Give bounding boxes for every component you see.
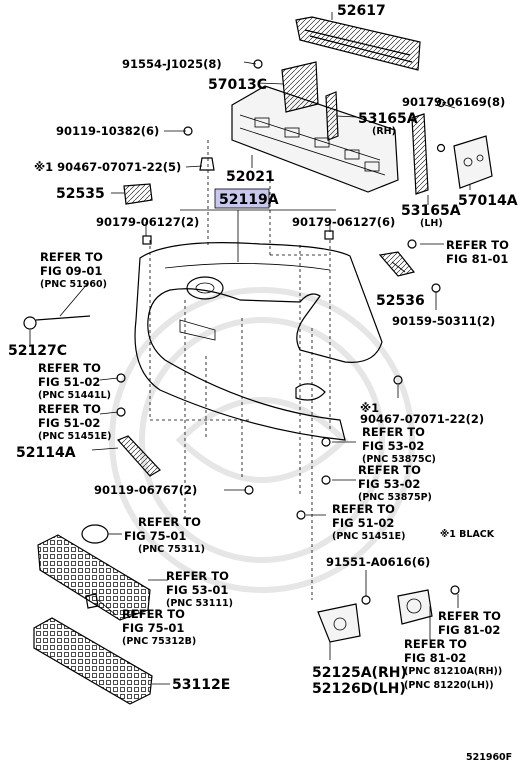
label-91551: 91551-A0616(6): [326, 555, 430, 569]
label-90159: 90159-50311(2): [392, 314, 495, 328]
bracket-52536: [378, 251, 416, 277]
label-refer-5102-c: REFER TO: [332, 502, 395, 516]
grille-mesh-53111: [37, 534, 151, 621]
label-refer-5301: REFER TO: [166, 569, 229, 583]
label-52021: 52021: [226, 169, 275, 185]
label-90119-10382: 90119-10382(6): [56, 124, 159, 138]
label-refer-5102-a: REFER TO: [38, 361, 101, 375]
label-91554: 91554-J1025(8): [122, 57, 222, 71]
label-57014a: 57014A: [458, 193, 518, 209]
label-pnc-53875p: (PNC 53875P): [358, 492, 432, 503]
label-52617: 52617: [337, 3, 386, 19]
label-refer-7501-a: REFER TO: [138, 515, 201, 529]
energy-absorber-52021: [231, 85, 399, 193]
label-pnc-51441l: (PNC 51441L): [38, 390, 111, 401]
label-52126d: 52126D(LH): [312, 681, 406, 697]
label-refer-5302-b: REFER TO: [358, 463, 421, 477]
label-fig-5102-c: FIG 51-02: [332, 516, 394, 530]
label-pnc-53111: (PNC 53111): [166, 598, 233, 609]
label-90467-b: 90467-07071-22(2): [360, 412, 484, 426]
label-fig-7501-a: FIG 75-01: [124, 529, 186, 543]
label-52119a: 52119A: [219, 192, 279, 208]
highlight-52119a: [214, 188, 270, 209]
label-black-note: ※1 BLACK: [440, 529, 495, 540]
label-pnc-53875c: (PNC 53875C): [362, 454, 436, 465]
retainer-53165a-rh: [325, 91, 339, 141]
label-53165a-lh: 53165A: [401, 203, 461, 219]
fog-lamp-bracket-52125a: [317, 603, 361, 643]
bracket-57013c: [281, 61, 319, 113]
label-90467-b-mark: ※1: [360, 401, 379, 415]
label-52127c: 52127C: [8, 343, 67, 359]
label-rh: (RH): [372, 126, 396, 137]
label-fig-5102-b: FIG 51-02: [38, 416, 100, 430]
grille-53112e: [33, 617, 153, 705]
label-52536: 52536: [376, 293, 425, 309]
label-refer-5302-a: REFER TO: [362, 425, 425, 439]
bumper-cover-52119a: [134, 242, 383, 441]
label-90179-06127-right: 90179-06127(6): [292, 215, 395, 229]
bumper-reinforcement-52617: [295, 16, 421, 71]
label-pnc-51960: (PNC 51960): [40, 279, 107, 290]
label-52535: 52535: [56, 186, 105, 202]
label-90467-a: ※1 90467-07071-22(5): [34, 160, 181, 174]
label-fig-5301: FIG 53-01: [166, 583, 228, 597]
label-90179-06127-left: 90179-06127(2): [96, 215, 199, 229]
label-fig-8102-b: FIG 81-02: [404, 651, 466, 665]
label-pnc-51451e: (PNC 51451E): [38, 431, 111, 442]
label-refer-8102-b: REFER TO: [404, 637, 467, 651]
label-90179-06169: 90179-06169(8): [402, 95, 505, 109]
label-90119-06767: 90119-06767(2): [94, 483, 197, 497]
dashed-reference-lines: [149, 140, 331, 600]
label-refer-5102-b: REFER TO: [38, 402, 101, 416]
label-57013c: 57013C: [208, 77, 267, 93]
cap-52127c: [23, 315, 91, 330]
label-53165a-rh: 53165A: [358, 111, 418, 127]
label-refer-8101: REFER TO: [446, 238, 509, 252]
label-fig-8101: FIG 81-01: [446, 252, 508, 266]
label-refer-8102-a: REFER TO: [438, 609, 501, 623]
label-pnc-51451e-right: (PNC 51451E): [332, 531, 405, 542]
label-lh: (LH): [420, 218, 443, 229]
label-pnc-81220: (PNC 81220(LH)): [404, 680, 494, 691]
label-fig-7501-b: FIG 75-01: [122, 621, 184, 635]
callout-labels: 52617 91554-J1025(8) 57013C 90179-06169(…: [8, 3, 518, 763]
label-fig-0901: FIG 09-01: [40, 264, 102, 278]
bracket-57014a: [453, 135, 493, 189]
leader-lines: [29, 12, 471, 685]
label-fig-5102-a: FIG 51-02: [38, 375, 100, 389]
label-refer-7501-b: REFER TO: [122, 607, 185, 621]
label-refer-0901: REFER TO: [40, 250, 103, 264]
label-fig-5302-a: FIG 53-02: [362, 439, 424, 453]
label-52125a: 52125A(RH): [312, 665, 407, 681]
label-fig-8102-a: FIG 81-02: [438, 623, 500, 637]
label-pnc-75312b: (PNC 75312B): [122, 636, 196, 647]
label-52114a: 52114A: [16, 445, 76, 461]
emblem-75311: [81, 524, 109, 544]
label-pnc-81210a: (PNC 81210A(RH)): [404, 666, 502, 677]
retainer-53165a-lh: [411, 113, 429, 195]
label-fig-5302-b: FIG 53-02: [358, 477, 420, 491]
emblem-75312b: [85, 593, 99, 609]
label-figure-id: 521960F: [466, 752, 512, 763]
label-pnc-75311: (PNC 75311): [138, 544, 205, 555]
bracket-52114a: [116, 435, 161, 477]
fastener-group: [116, 59, 460, 605]
label-53112e: 53112E: [172, 677, 230, 693]
fog-lamp-81210a: [397, 589, 433, 625]
